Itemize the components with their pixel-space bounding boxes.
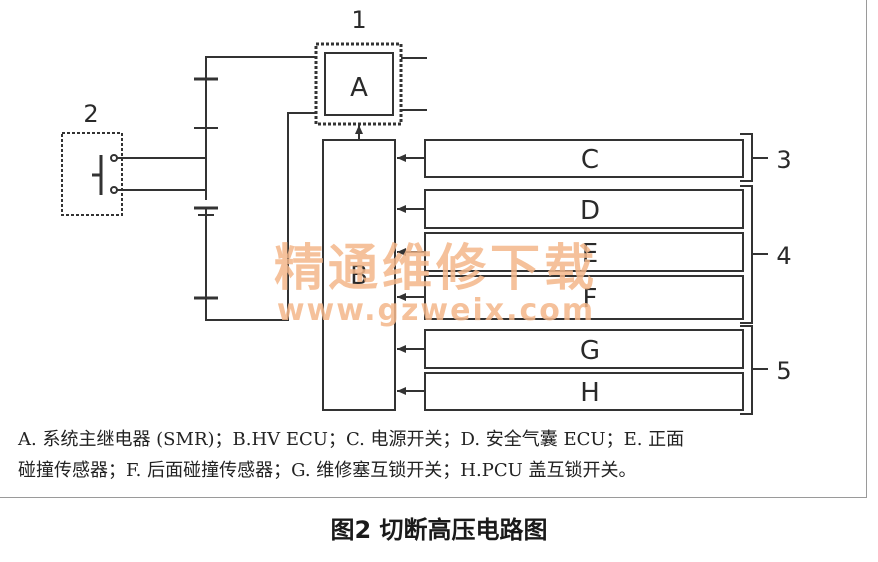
bracket-4: [740, 185, 753, 324]
label-3: 3: [776, 146, 791, 174]
label-f: F: [583, 284, 598, 314]
label-b: B: [350, 261, 368, 291]
circuit-diagram: A B C D E F G H 1 2 3 4 5 精通维修下载 www.gzw…: [61, 6, 792, 415]
label-e: E: [582, 239, 598, 269]
label-2: 2: [83, 100, 98, 128]
legend-line-2: 碰撞传感器；F. 后面碰撞传感器；G. 维修塞互锁开关；H.PCU 盖互锁开关。: [18, 460, 637, 481]
bracket-3: [740, 133, 753, 182]
legend: A. 系统主继电器 (SMR)；B.HV ECU；C. 电源开关；D. 安全气囊…: [18, 424, 858, 486]
smr-box-a: [324, 52, 394, 116]
legend-line-1: A. 系统主继电器 (SMR)；B.HV ECU；C. 电源开关；D. 安全气囊…: [18, 429, 685, 450]
label-g: G: [580, 336, 600, 366]
watermark-url: www.gzweix.com: [277, 293, 595, 328]
watermark-cn: 精通维修下载: [274, 239, 598, 297]
label-5: 5: [776, 357, 791, 385]
top-wire: [205, 56, 316, 76]
label-a: A: [350, 73, 368, 103]
smr-outer-box: [314, 42, 403, 126]
figure-frame: [0, 0, 867, 498]
label-c: C: [581, 145, 599, 175]
switch-box-2: [61, 132, 123, 216]
label-h: H: [580, 378, 600, 408]
label-d: D: [580, 196, 600, 226]
label-4: 4: [776, 242, 791, 270]
bracket-5: [740, 325, 753, 415]
figure-caption: 图2 切断高压电路图: [330, 516, 548, 544]
label-1: 1: [351, 6, 366, 34]
